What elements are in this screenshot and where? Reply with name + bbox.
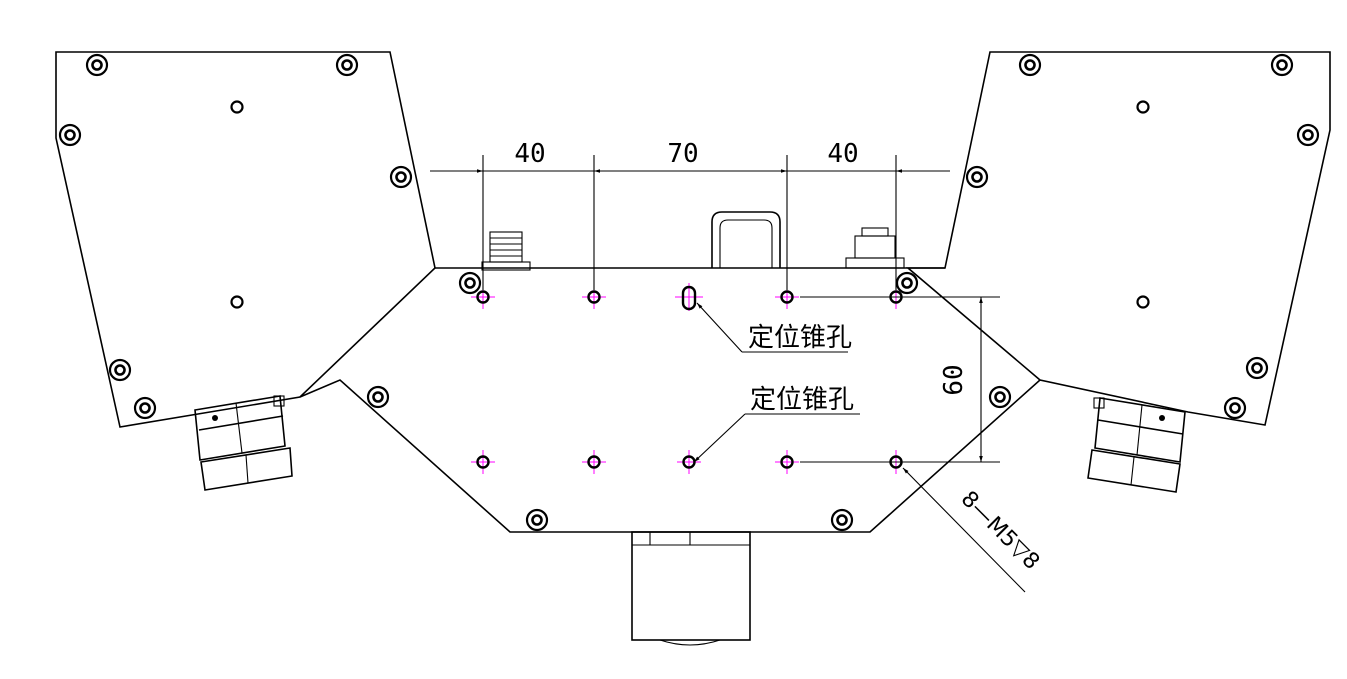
mounting-screws — [58, 53, 1320, 532]
connector-left — [481, 231, 531, 271]
screw-hole — [830, 508, 854, 532]
small-holes — [230, 100, 1150, 309]
callout-taper-bottom: 定位锥孔 — [693, 385, 860, 463]
screw-hole — [108, 358, 132, 382]
locating-hole — [775, 450, 799, 474]
locating-holes — [471, 283, 908, 474]
screw-hole — [525, 508, 549, 532]
callout-thread-label: 8—M5▽8 — [956, 487, 1044, 575]
right-camera-lens — [1087, 397, 1186, 493]
connector-center — [711, 211, 781, 268]
callout-thread: 8—M5▽8 — [902, 467, 1044, 593]
screw-hole — [58, 123, 82, 147]
screw-hole — [335, 53, 359, 77]
screw-hole — [965, 165, 989, 189]
connector-right — [845, 227, 905, 269]
dim-40-right: 40 — [827, 139, 858, 169]
screw-hole — [366, 385, 390, 409]
screw-hole — [895, 271, 919, 295]
screw-hole — [389, 165, 413, 189]
bottom-module — [631, 531, 751, 646]
dim-40-left: 40 — [514, 139, 545, 169]
lower-center-body — [299, 379, 1041, 533]
callout-taper-top-label: 定位锥孔 — [748, 323, 852, 353]
locating-hole — [471, 285, 495, 309]
locating-hole — [677, 450, 701, 474]
locating-hole — [471, 450, 495, 474]
dimension-vertical: 60 — [800, 296, 1000, 463]
screw-hole — [988, 385, 1012, 409]
screw-hole — [1223, 396, 1247, 420]
screw-hole — [1245, 356, 1269, 380]
screw-hole — [85, 53, 109, 77]
slotted-taper-hole — [675, 283, 703, 311]
callout-taper-bottom-label: 定位锥孔 — [750, 385, 854, 415]
left-camera-lens — [194, 395, 293, 491]
dim-70: 70 — [667, 139, 698, 169]
dim-60: 60 — [939, 364, 969, 395]
screw-hole — [1018, 53, 1042, 77]
dimension-top: 40 70 40 — [430, 139, 950, 290]
screw-hole — [133, 396, 157, 420]
screw-hole — [1270, 53, 1294, 77]
screw-hole — [458, 271, 482, 295]
screw-hole — [1296, 123, 1320, 147]
callout-taper-top: 定位锥孔 — [696, 302, 852, 353]
locating-hole — [582, 450, 606, 474]
